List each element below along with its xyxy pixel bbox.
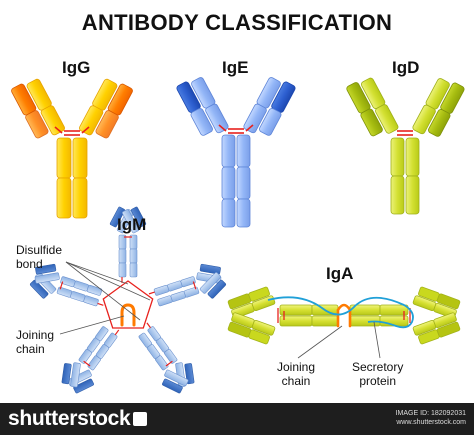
iga-joining-line2: chain bbox=[281, 374, 311, 388]
igm-joining-line2: chain bbox=[16, 342, 45, 356]
igm-pentamer bbox=[24, 206, 232, 402]
igm-joining-line1: Joining bbox=[16, 328, 55, 342]
iga-joining-chain bbox=[336, 303, 352, 328]
iga-joining-chain-annotation: Joining chain bbox=[277, 360, 315, 388]
igm-joining-chain bbox=[120, 303, 136, 327]
secretory-line2: protein bbox=[359, 374, 397, 388]
igg-label: IgG bbox=[62, 58, 91, 77]
disulfide-bond-annotation: Disulfide bond bbox=[16, 243, 62, 271]
secretory-protein-annotation: Secretory protein bbox=[352, 360, 403, 388]
igm-leader-lines bbox=[59, 261, 151, 335]
brand-logo: shutterstock bbox=[8, 407, 148, 431]
brand-name: shutterstock bbox=[8, 407, 131, 430]
ige-antibody bbox=[176, 77, 296, 228]
site-url-text: www.shutterstock.com bbox=[396, 419, 466, 426]
iga-joining-line1: Joining bbox=[277, 360, 316, 374]
brand-mark-icon bbox=[133, 412, 148, 426]
image-id-text: IMAGE ID: 182092031 bbox=[395, 410, 466, 417]
image-id-block: IMAGE ID: 182092031 www.shutterstock.com bbox=[396, 409, 466, 427]
igm-joining-chain-annotation: Joining chain bbox=[16, 328, 54, 356]
iga-label: IgA bbox=[326, 264, 354, 283]
igg-antibody bbox=[11, 78, 133, 219]
igm-monomer bbox=[109, 206, 147, 283]
disulfide-line1: Disulfide bbox=[16, 243, 63, 257]
igd-antibody bbox=[346, 77, 465, 215]
igd-label: IgD bbox=[392, 58, 420, 77]
secretory-line1: Secretory bbox=[352, 360, 404, 374]
stock-footer-bar: shutterstock IMAGE ID: 182092031 www.shu… bbox=[0, 403, 474, 435]
secretory-component bbox=[267, 296, 414, 329]
diagram-title: ANTIBODY CLASSIFICATION bbox=[81, 10, 393, 35]
disulfide-line2: bond bbox=[16, 257, 43, 271]
iga-dimer bbox=[227, 286, 461, 345]
iga-leader-lines bbox=[297, 321, 381, 359]
igm-label: IgM bbox=[117, 215, 147, 234]
ige-label: IgE bbox=[222, 58, 249, 77]
